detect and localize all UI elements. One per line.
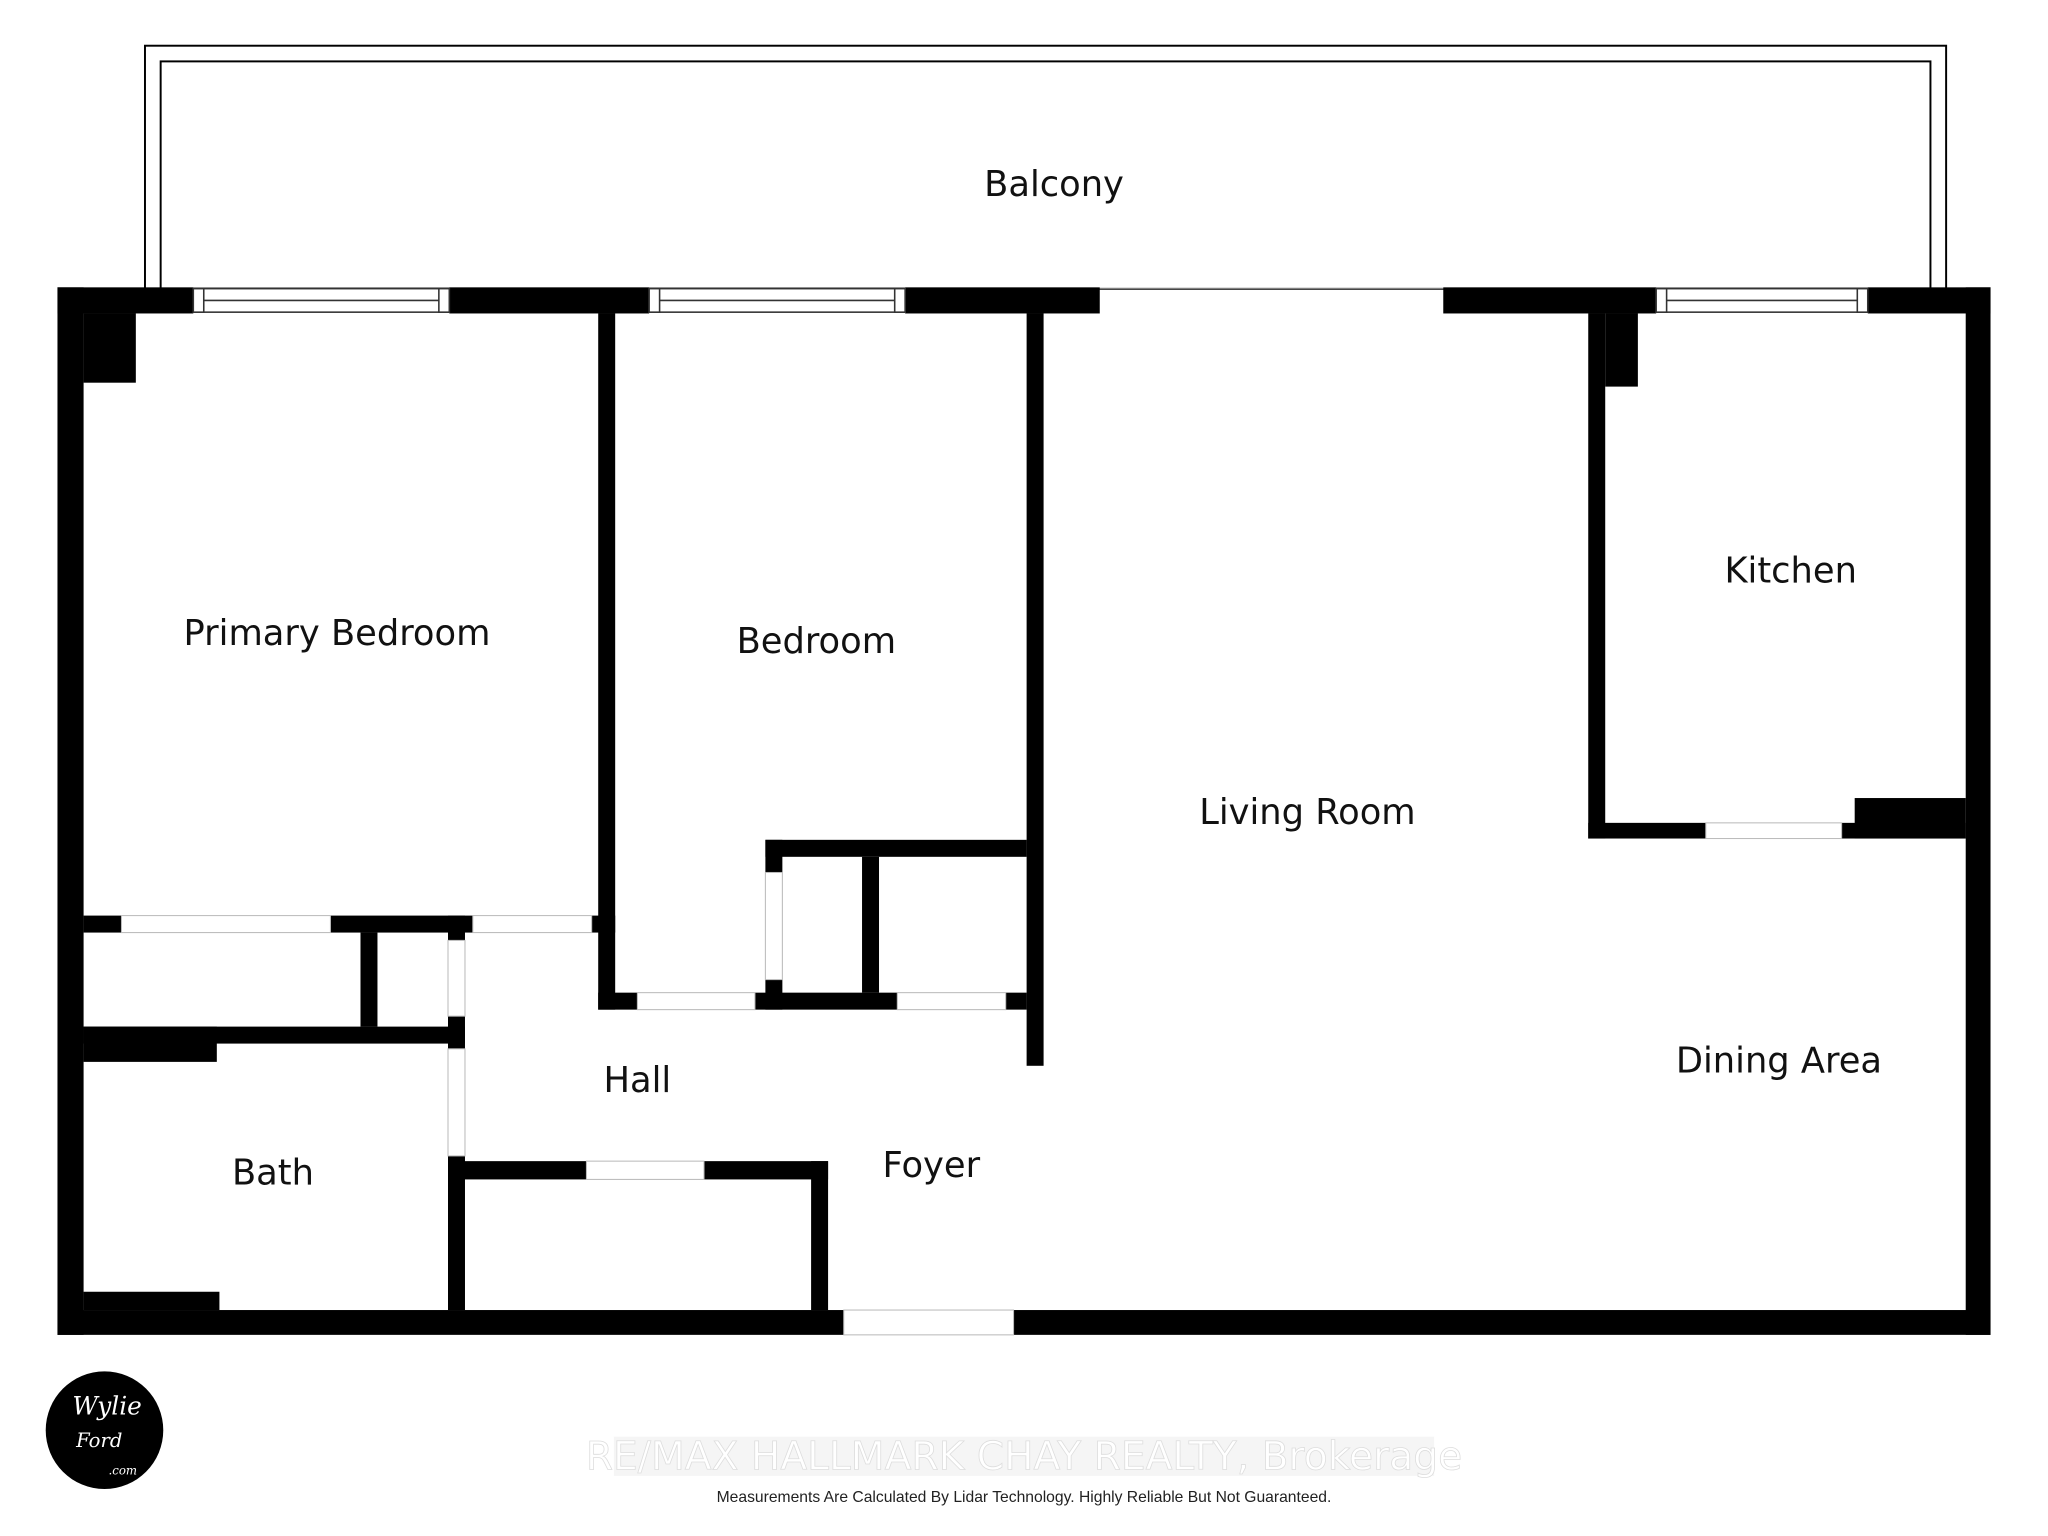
window [192, 287, 451, 313]
window [648, 287, 906, 313]
room-label-dining-area: Dining Area [1676, 1040, 1882, 1081]
room-label-foyer: Foyer [882, 1145, 980, 1186]
room-label-kitchen: Kitchen [1724, 551, 1856, 592]
door-openings [120, 822, 1843, 1336]
watermark-backdrop [613, 1436, 1435, 1476]
walls [57, 287, 1991, 1335]
room-label-bath: Bath [232, 1153, 314, 1194]
logo-line-3: .com [109, 1464, 138, 1478]
room-label-hall: Hall [604, 1060, 672, 1101]
room-label-balcony: Balcony [984, 164, 1124, 205]
logo-line-2: Ford [75, 1429, 122, 1452]
disclaimer: Measurements Are Calculated By Lidar Tec… [717, 1489, 1332, 1506]
logo-line-1: Wylie [72, 1392, 142, 1421]
watermark: RE/MAX HALLMARK CHAY REALTY, Brokerage [586, 1434, 1462, 1479]
room-label-bedroom: Bedroom [737, 621, 896, 662]
windows [192, 287, 1869, 313]
window [1655, 287, 1869, 313]
wylie-ford-logo: Wylie Ford .com [45, 1371, 164, 1489]
room-label-primary-bedroom: Primary Bedroom [184, 613, 491, 654]
room-label-living-room: Living Room [1199, 792, 1415, 833]
